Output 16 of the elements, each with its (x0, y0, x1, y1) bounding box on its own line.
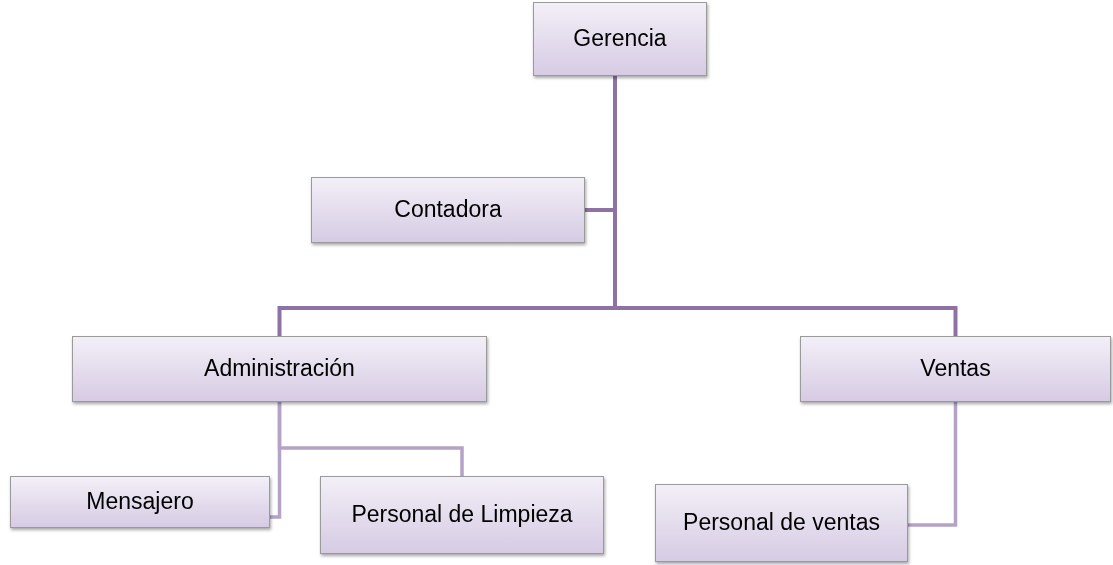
connector-line (277, 402, 464, 476)
box-label: Ventas (920, 356, 991, 382)
box-label: Mensajero (86, 489, 194, 515)
org-box (320, 476, 604, 554)
org-box (72, 336, 487, 402)
box-label: Administración (204, 356, 355, 382)
box-label: Personal de ventas (683, 510, 880, 536)
box-label: Personal de Limpieza (351, 502, 573, 528)
box-label: Gerencia (573, 26, 667, 52)
org-box (655, 484, 908, 562)
org-box (800, 336, 1111, 402)
connector-line (908, 402, 958, 527)
org-box (10, 476, 270, 528)
org-box (533, 2, 707, 76)
box-label: Contadora (394, 197, 502, 223)
org-box (311, 177, 585, 243)
